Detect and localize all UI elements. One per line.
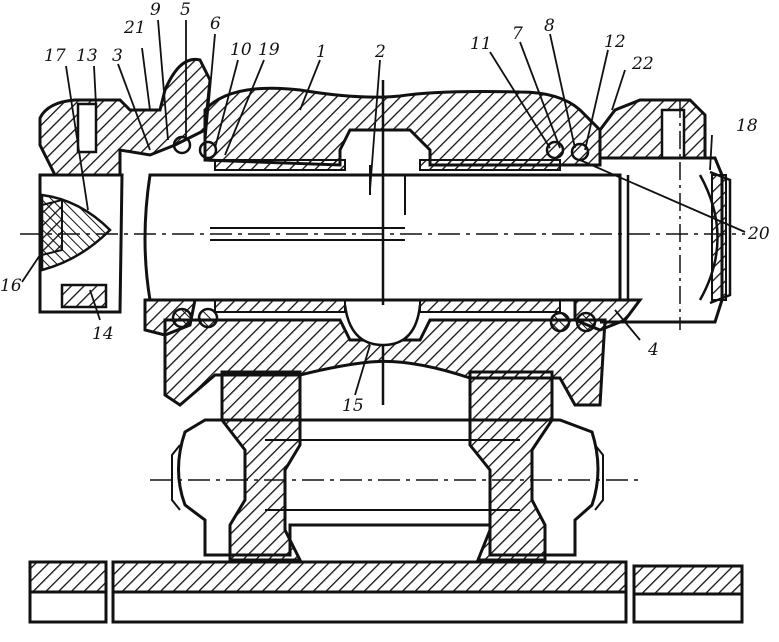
bushings (214, 159, 561, 347)
lower-roller-wheel (150, 370, 640, 562)
callout-6: 6 (210, 14, 221, 34)
callout-22: 22 (632, 54, 654, 74)
callout-1: 1 (316, 42, 327, 62)
leader-lines (21, 19, 746, 396)
callout-17: 17 (44, 46, 66, 66)
left-end-cap (38, 57, 212, 337)
callout-18: 18 (736, 116, 758, 136)
callout-11: 11 (470, 34, 492, 54)
callout-5: 5 (180, 0, 191, 20)
callout-2: 2 (375, 42, 386, 62)
callout-14: 14 (92, 324, 114, 344)
callout-20: 20 (748, 224, 770, 244)
callout-8: 8 (544, 16, 555, 36)
callout-16: 16 (0, 276, 22, 296)
seal-rings (171, 135, 597, 333)
callout-12: 12 (604, 32, 626, 52)
callout-10: 10 (230, 40, 252, 60)
callout-3: 3 (112, 46, 123, 66)
rail (28, 560, 744, 624)
callout-19: 19 (258, 40, 280, 60)
callout-9: 9 (150, 0, 161, 20)
hub-body (163, 86, 607, 407)
callout-7: 7 (512, 24, 523, 44)
callout-21: 21 (124, 18, 146, 38)
callout-4: 4 (648, 340, 659, 360)
callout-15: 15 (342, 396, 364, 416)
callout-13: 13 (76, 46, 98, 66)
